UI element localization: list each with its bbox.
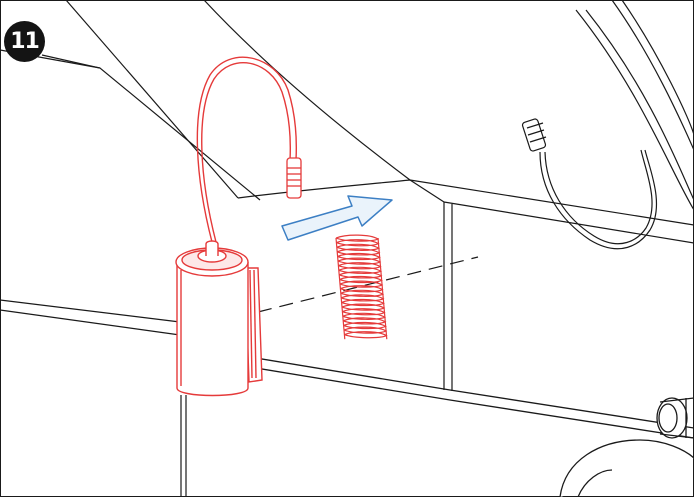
velcro-strip-edges [335,237,388,340]
horizontal-rails [0,299,694,439]
upper-panel-lines [0,0,694,244]
device-cable [196,56,298,243]
cable-plug-connector-icon [521,118,547,152]
knob-icon [656,397,694,439]
adhesive-velcro-strip-icon [335,234,388,340]
right-curved-panel [575,0,694,211]
round-base [559,439,694,497]
device-cable-plug-icon [286,157,302,199]
alignment-guide-line [257,256,479,313]
direction-arrow-icon [281,195,393,241]
plate-seam [443,202,453,391]
left-post [180,395,187,497]
step-number-badge: 11 [4,21,45,62]
cylindrical-sensor-icon [175,240,263,397]
existing-cable [539,149,658,250]
